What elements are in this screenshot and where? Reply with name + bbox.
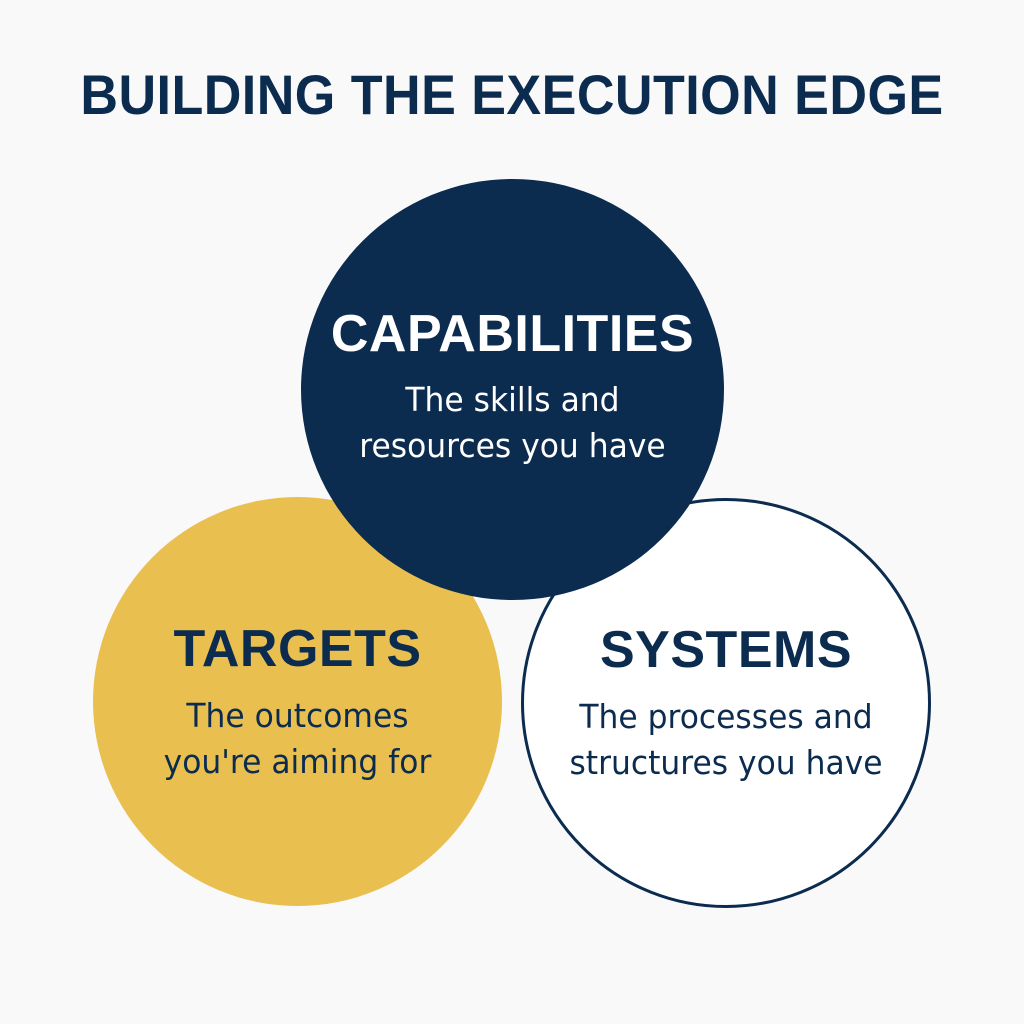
systems-description-line-1: The processes and <box>579 697 873 736</box>
capabilities-description: The skills and resources you have <box>312 377 714 469</box>
capabilities-heading: CAPABILITIES <box>330 305 695 363</box>
capabilities-description-line-2: resources you have <box>359 426 666 465</box>
systems-circle: SYSTEMS The processes and structures you… <box>521 498 931 908</box>
capabilities-circle: CAPABILITIES The skills and resources yo… <box>301 179 724 600</box>
systems-description-line-2: structures you have <box>569 743 883 782</box>
capabilities-description-line-1: The skills and <box>405 380 620 419</box>
targets-description-line-2: you're aiming for <box>163 742 432 781</box>
targets-description: The outcomes you're aiming for <box>103 693 492 785</box>
systems-description: The processes and structures you have <box>534 694 918 786</box>
systems-heading: SYSTEMS <box>600 621 852 679</box>
targets-heading: TARGETS <box>173 620 422 678</box>
diagram-title: BUILDING THE EXECUTION EDGE <box>80 63 944 126</box>
targets-description-line-1: The outcomes <box>186 696 409 735</box>
